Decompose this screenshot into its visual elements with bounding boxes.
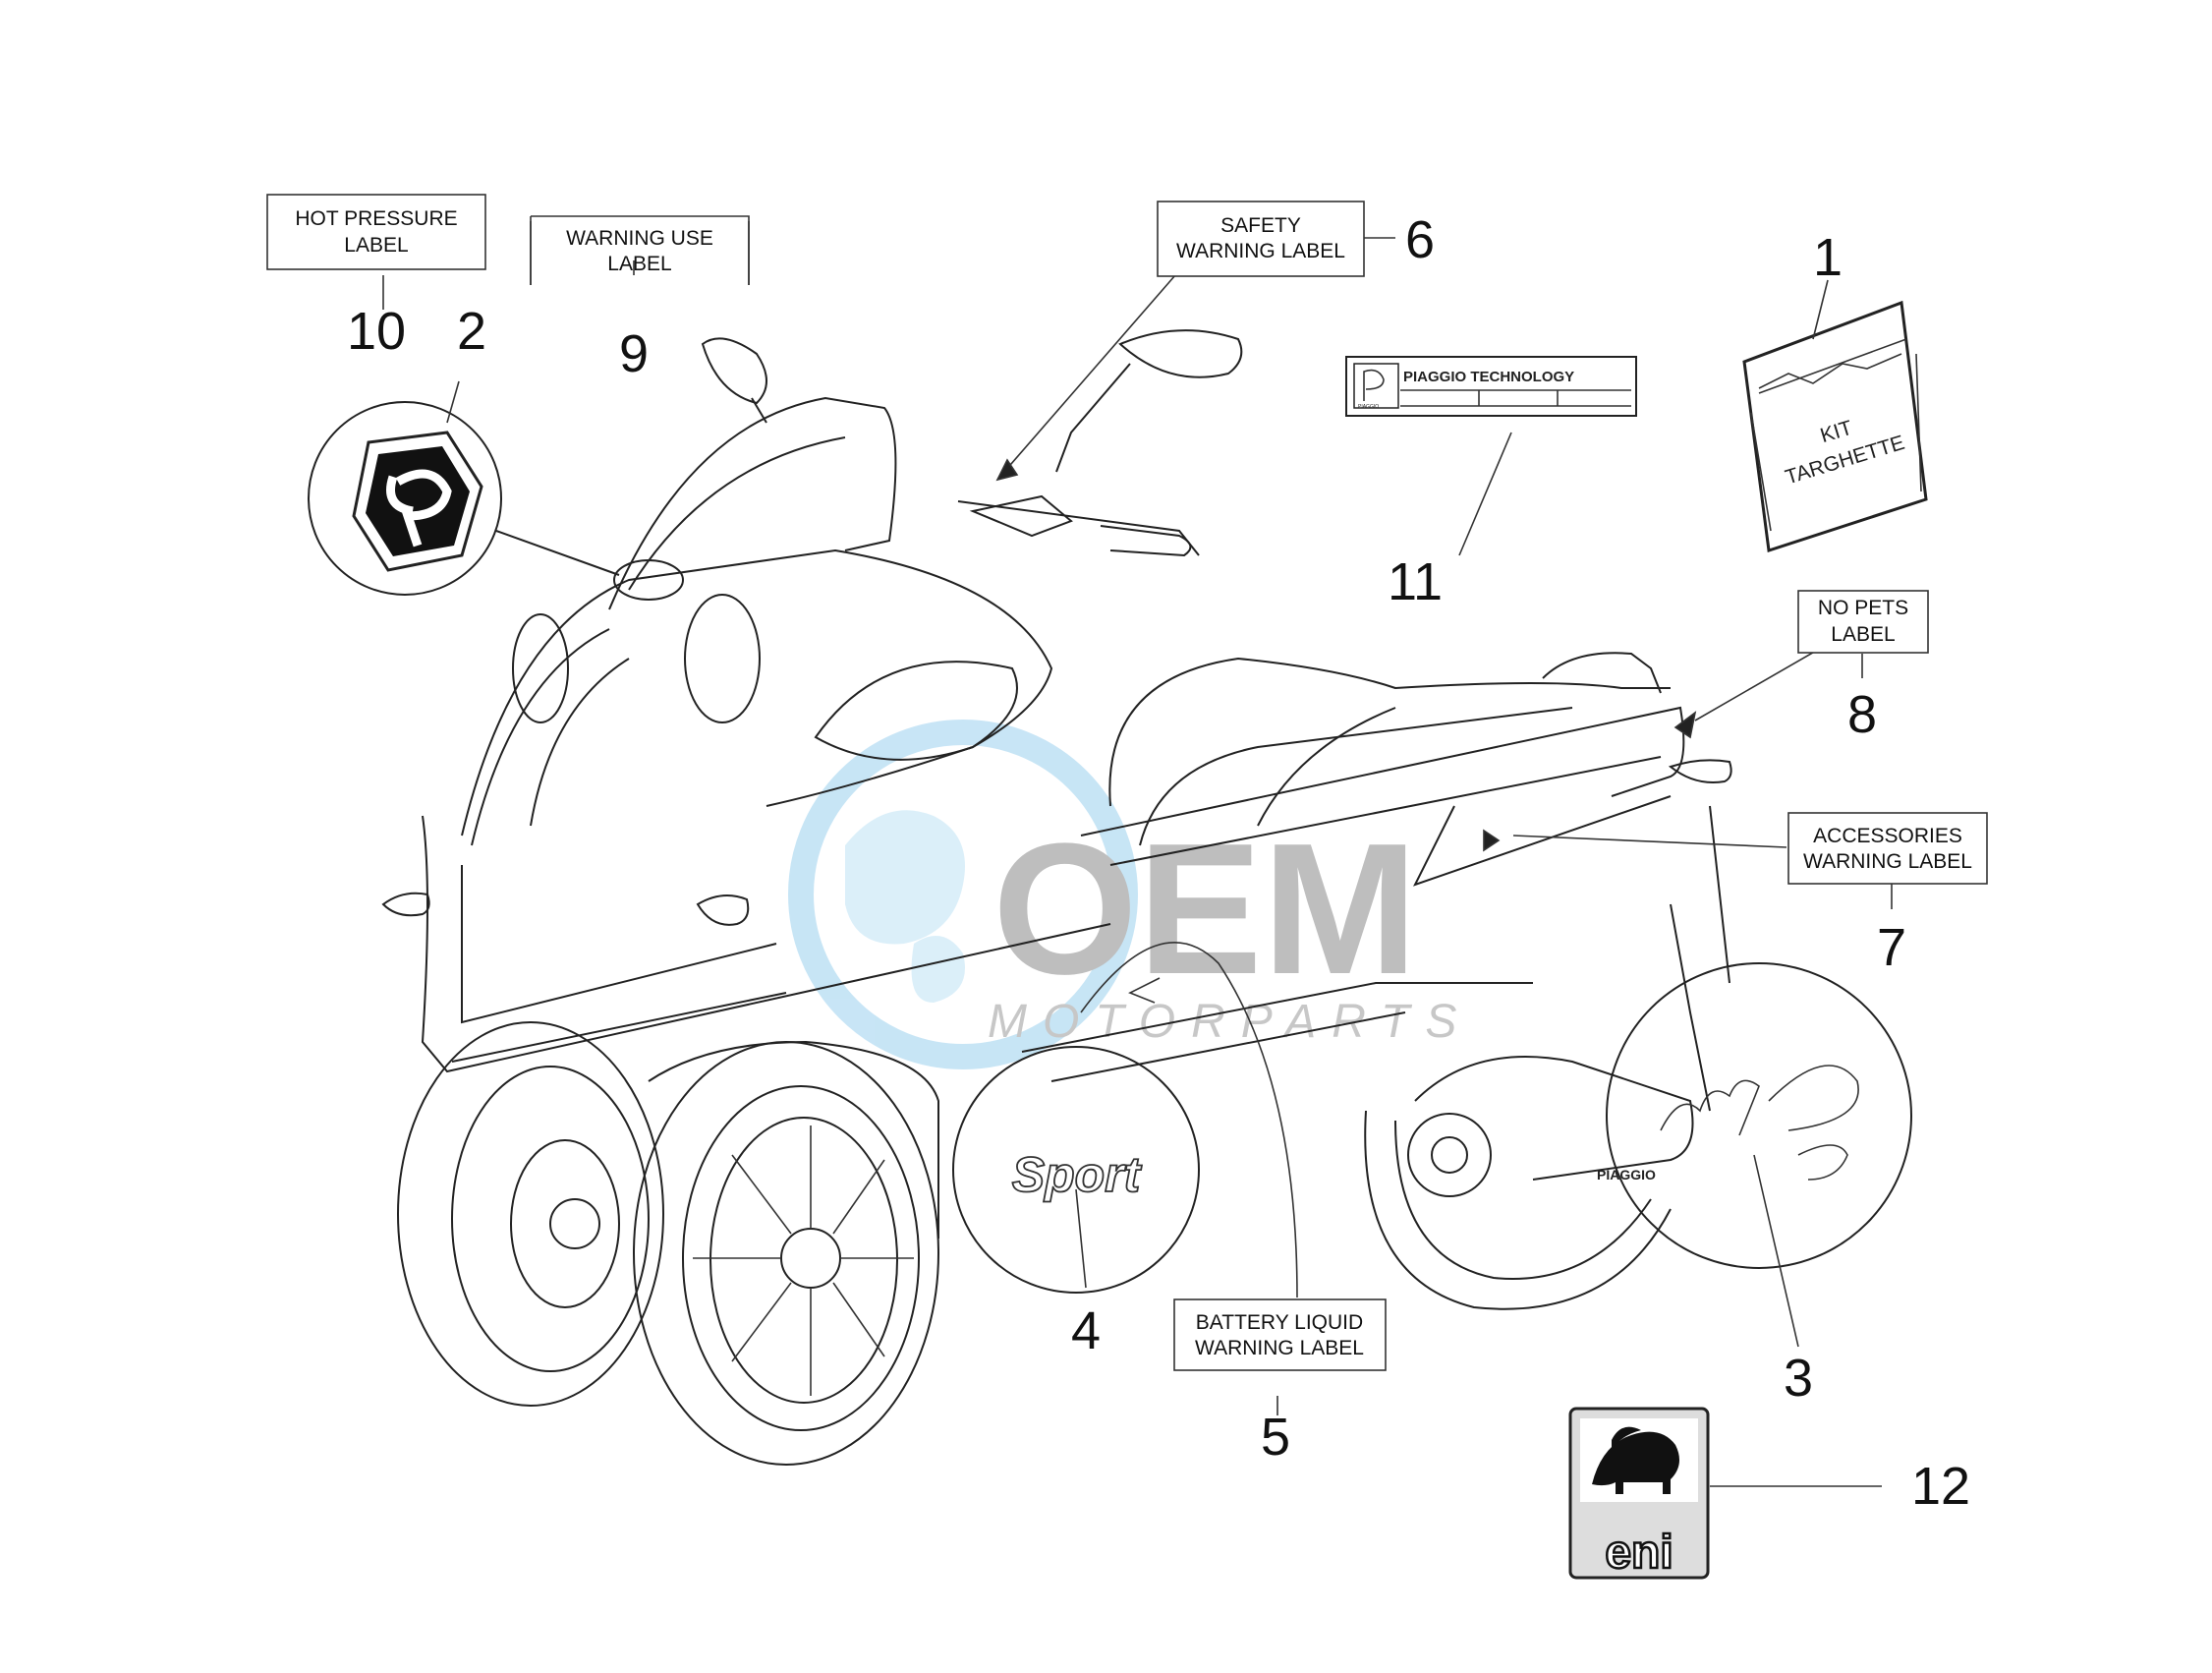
callout-12: 12 xyxy=(1911,1457,1970,1516)
label-box-6: SAFETY WARNING LABEL xyxy=(1157,201,1365,277)
label-8-line2: LABEL xyxy=(1831,623,1895,646)
label-box-5: BATTERY LIQUID WARNING LABEL xyxy=(1173,1298,1387,1371)
label-6-line1: SAFETY xyxy=(1220,214,1301,237)
piaggio-technology-plate: PIAGGIO TECHNOLOGY PIAGGIO xyxy=(1345,356,1637,417)
six-legged-dog-icon xyxy=(1592,1431,1679,1494)
piaggio-p-icon xyxy=(1363,369,1385,401)
sport-decal: Sport xyxy=(952,1046,1200,1294)
callout-8: 8 xyxy=(1847,685,1877,744)
emblem-detail xyxy=(308,401,620,596)
piaggio-logo-icon xyxy=(386,469,452,548)
callout-1: 1 xyxy=(1813,228,1843,287)
label-9-line2: LABEL xyxy=(607,253,671,275)
callout-10: 10 xyxy=(347,302,406,361)
label-9-line1: WARNING USE xyxy=(566,227,713,250)
callout-3: 3 xyxy=(1784,1349,1813,1408)
label-7-line1: ACCESSORIES xyxy=(1813,825,1962,847)
label-box-7: ACCESSORIES WARNING LABEL xyxy=(1787,812,1988,885)
callout-5: 5 xyxy=(1261,1408,1290,1467)
callout-2: 2 xyxy=(457,302,486,361)
watermark: OEM MOTORPARTS xyxy=(788,720,1472,1069)
label-6-line2: WARNING LABEL xyxy=(1176,240,1345,262)
plate-small-text: PIAGGIO xyxy=(1358,404,1379,410)
watermark-brand: OEM xyxy=(993,805,1418,1013)
mp3-decal: PIAGGIO xyxy=(1597,962,1912,1269)
label-7-line2: WARNING LABEL xyxy=(1803,850,1972,873)
label-box-10: HOT PRESSURE LABEL xyxy=(266,194,486,270)
callout-9: 9 xyxy=(619,324,649,383)
label-8-line1: NO PETS xyxy=(1818,597,1908,619)
label-5-line2: WARNING LABEL xyxy=(1195,1337,1364,1359)
callout-6: 6 xyxy=(1405,210,1435,269)
label-5-line1: BATTERY LIQUID xyxy=(1196,1311,1363,1334)
kit-bag: KIT TARGHETTE xyxy=(1742,300,1928,552)
callout-11: 11 xyxy=(1388,552,1443,611)
eni-logo: eni xyxy=(1568,1407,1710,1580)
mp3-decal-brand: PIAGGIO xyxy=(1597,1167,1656,1183)
label-10-line2: LABEL xyxy=(344,234,408,257)
label-box-8: NO PETS LABEL xyxy=(1797,590,1929,654)
scooter-drawing xyxy=(381,329,1732,1466)
callout-7: 7 xyxy=(1877,918,1906,977)
watermark-sub: MOTORPARTS xyxy=(988,996,1472,1048)
label-box-9: WARNING USE LABEL xyxy=(530,215,750,285)
leader-lines xyxy=(382,221,1893,1487)
label-10-line1: HOT PRESSURE xyxy=(295,207,457,230)
callout-4: 4 xyxy=(1071,1301,1101,1360)
plate-text: PIAGGIO TECHNOLOGY xyxy=(1403,369,1574,385)
eni-text: eni xyxy=(1605,1527,1673,1579)
